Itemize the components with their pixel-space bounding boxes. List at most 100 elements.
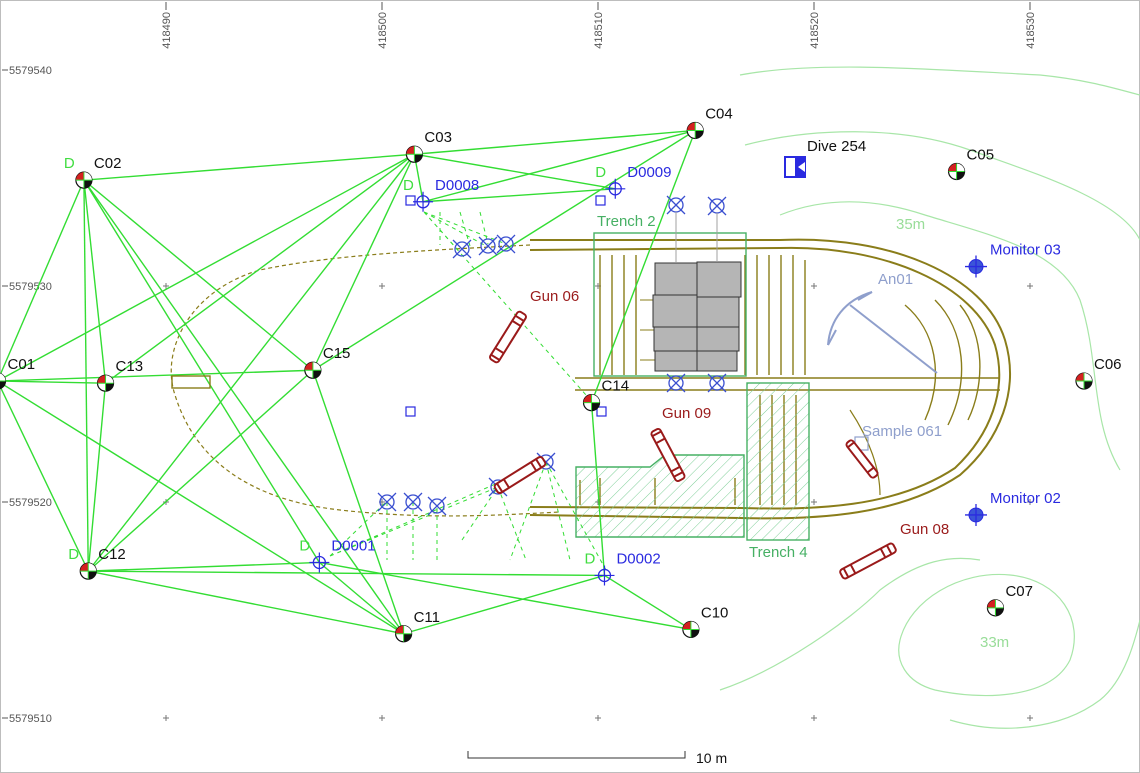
datum-point-label: D0002 [616,550,660,567]
contour-line [719,557,981,691]
gun-06-cannon[interactable] [489,310,527,364]
measurement-line [604,574,692,631]
measurement-line [590,402,606,576]
ballast-stone [653,326,698,352]
contour-line [744,131,1140,241]
y-tick-label: 5579530 [9,281,52,293]
cannon-group [489,310,897,580]
x-tick-label: 418520 [809,12,821,49]
find-marker[interactable] [403,492,423,512]
datum-point-d0008[interactable] [413,191,434,212]
find-marker[interactable] [707,373,727,393]
x-tick-label: 418490 [161,12,173,49]
control-point-c05[interactable] [947,162,966,181]
grid-cross [811,715,817,721]
find-marker[interactable] [666,373,686,393]
frame-curve [959,304,981,421]
offset-line [423,211,587,396]
sample-label: Sample 061 [862,423,942,440]
control-point-c06[interactable] [1075,372,1093,390]
finds [377,195,727,516]
gun-cannon[interactable] [845,439,879,479]
x-tick-label: 418510 [593,12,605,49]
offset-lines [329,211,607,571]
grid-cross [1027,715,1033,721]
datum-point-d0009[interactable] [605,178,626,199]
grid-cross [811,499,817,505]
measurement-line [0,384,89,572]
find-marker[interactable] [427,496,447,516]
trenches [575,232,810,541]
control-point-label: C15 [323,345,351,362]
survey-square[interactable] [405,406,416,417]
anchor-shank [849,304,938,374]
monitor-marker[interactable] [965,255,987,278]
datum-point-label: D0001 [331,537,375,554]
control-point-c02[interactable] [75,171,93,189]
anchor[interactable] [827,291,938,374]
gun-09-cannon[interactable] [650,427,686,483]
c13-bar [171,375,211,389]
measurement-line [318,561,405,635]
control-point-c15[interactable] [304,361,322,379]
gun-06-label: Gun 06 [530,288,579,305]
grid-cross [595,715,601,721]
dive-label: Dive 254 [807,138,866,155]
trench-4-label: Trench 4 [749,544,808,561]
gun-cannon[interactable] [493,456,547,494]
contour-line [779,201,1121,471]
control-point-label: C12 [98,546,126,563]
y-tick-label: 5579540 [9,65,52,77]
ballast-stone [696,326,740,352]
find-marker[interactable] [478,236,498,256]
contour-line [739,66,1140,96]
offset-line [386,461,571,561]
anchor-label: An01 [878,271,913,288]
feature-labels: Trench 2 Trench 4 Dive 254 An01 Sample 0… [530,138,1009,651]
datum-point-d0002[interactable] [594,565,615,586]
frame-curve [904,304,937,421]
scale-bar-label: 10 m [696,750,727,766]
x-tick-label: 418530 [1025,12,1037,49]
control-point-c12[interactable] [79,562,97,580]
dive-flag[interactable] [784,156,806,178]
measurement-line [0,369,313,382]
datum-flag: D [68,546,79,563]
find-marker[interactable] [496,234,516,254]
contour-line [898,573,1075,697]
find-marker[interactable] [452,239,472,259]
control-point-c07[interactable] [986,599,1005,617]
control-point-label: C14 [602,378,630,395]
scale-bar: 10 m [467,750,727,766]
control-point-c13[interactable] [96,374,115,392]
survey-square[interactable] [596,406,607,417]
control-point-label: C02 [94,155,122,172]
control-point-c10[interactable] [682,620,700,639]
frame-curve [849,409,881,496]
ballast-stone [696,296,740,328]
control-point-label: C05 [967,147,995,164]
grid-cross [379,715,385,721]
datum-flag: D [64,155,75,172]
contour-line [949,619,1140,729]
gun-09-label: Gun 09 [662,405,711,422]
control-point-c04[interactable] [686,121,704,140]
control-point-c01[interactable] [0,372,7,390]
measurement-line [83,179,320,563]
control-point-c03[interactable] [405,145,423,163]
trench-2-label: Trench 2 [597,213,656,230]
measurement-line [83,180,89,572]
anchor-fluke [827,291,873,346]
datum-point-d0001[interactable] [309,552,330,573]
grid-cross [379,283,385,289]
grid-cross [163,715,169,721]
control-point-c11[interactable] [395,625,413,643]
monitor-marker[interactable] [965,503,987,526]
survey-square[interactable] [405,195,416,206]
find-marker[interactable] [377,492,397,512]
hull-outline [529,238,1011,520]
survey-square[interactable] [595,195,606,206]
gun-08-cannon[interactable] [839,542,897,580]
control-point-c14[interactable] [582,394,601,412]
